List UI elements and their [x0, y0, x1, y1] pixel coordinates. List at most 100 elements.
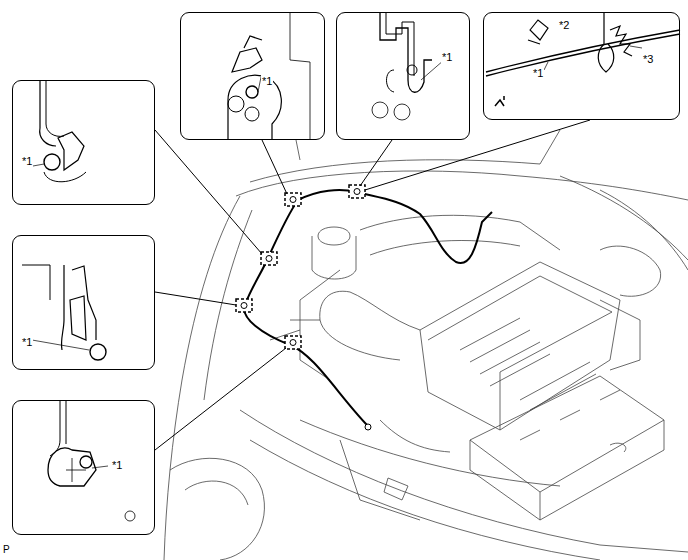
clip-location-marker: [236, 299, 252, 312]
clip-detail: [380, 12, 432, 92]
clip-location-marker: [261, 252, 277, 265]
clip-detail: [232, 36, 262, 72]
engine-part-outline: [300, 270, 340, 380]
cable-line: [244, 258, 368, 426]
callout-number: *3: [642, 53, 654, 65]
engine-part-outline: [204, 210, 252, 400]
callout-number: *1: [532, 67, 544, 79]
clip-detail: [58, 132, 84, 170]
engine-part-outline: [420, 262, 620, 430]
leader-lines: [155, 120, 590, 450]
clip-detail: [598, 12, 614, 72]
clip-detail: [421, 60, 444, 80]
clip-icon: [266, 256, 272, 262]
detail-callout-box: *1: [12, 235, 155, 370]
clip-detail: [372, 102, 410, 120]
detail-ground: [336, 12, 470, 140]
leader-line: [155, 292, 236, 305]
clip-detail: [246, 86, 258, 98]
engine-part-outline: [540, 420, 664, 520]
detail-ground: [12, 235, 155, 370]
clip-detail: [228, 96, 244, 112]
clip-icon: [290, 340, 296, 346]
engine-part-outline: [236, 171, 688, 200]
engine-part-outline: [320, 291, 420, 360]
clip-detail: [80, 456, 92, 468]
engine-part-outline: [520, 390, 620, 440]
leader-line: [155, 130, 262, 254]
clip-detail: [407, 65, 417, 75]
engine-part-outline: [296, 140, 300, 160]
detail-ground: [180, 12, 325, 140]
engine-part-outline: [610, 443, 626, 452]
clip-detail: [46, 80, 64, 136]
clip-detail: [61, 265, 64, 350]
detail-grounds: [12, 12, 680, 535]
clip-detail: [486, 30, 680, 72]
clip-detail: [125, 511, 135, 521]
callout-number: *1: [111, 459, 123, 471]
engine-part-outline: [600, 246, 661, 296]
clip-detail: [245, 107, 259, 121]
engine-part-outline: [600, 300, 640, 370]
engine-part-outline: [185, 481, 248, 505]
hood-release-cable: [244, 190, 492, 426]
engine-part-outline: [318, 227, 350, 245]
engine-part-outline: [428, 276, 612, 340]
clip-detail: [228, 75, 281, 140]
engine-part-outline: [460, 318, 550, 386]
engine-part-outline: [500, 312, 612, 430]
callout-number: *1: [21, 155, 33, 167]
callout-number: *1: [21, 336, 33, 348]
callout-number: *2: [558, 19, 570, 31]
clip-location-marker: [285, 193, 301, 206]
engine-part-outline: [300, 420, 560, 486]
engine-bay: [164, 130, 688, 560]
clip-detail: [48, 448, 96, 486]
clip-icon: [354, 189, 360, 195]
engine-part-outline: [560, 176, 688, 260]
clip-detail: [70, 296, 86, 340]
clip-detail: [66, 400, 67, 444]
engine-part-outline: [520, 362, 596, 410]
detail-callout-box: *1: [12, 80, 155, 205]
clip-detail: [44, 172, 86, 182]
clip-detail: [630, 46, 642, 48]
engine-part-outline: [340, 440, 420, 520]
leader-line: [360, 140, 392, 186]
clip-detail: [44, 154, 60, 170]
clip-detail: [544, 62, 548, 70]
engine-part-outline: [312, 236, 356, 279]
detail-drawings: [22, 12, 680, 521]
clip-icons: [241, 189, 360, 346]
engine-part-outline: [470, 376, 664, 492]
clip-locations: [236, 185, 365, 349]
leader-line: [262, 140, 287, 194]
engine-part-outline: [170, 458, 264, 560]
engine-part-outline: [600, 190, 688, 270]
clip-detail: [33, 164, 44, 166]
engine-part-outline: [250, 160, 540, 182]
clip-detail: [495, 96, 504, 106]
clip-detail: [387, 70, 395, 92]
clip-detail: [22, 265, 50, 300]
clip-detail: [40, 80, 56, 146]
callout-number: *1: [261, 75, 273, 87]
clip-location-marker: [285, 336, 301, 349]
clip-icon: [241, 303, 247, 309]
engine-part-outline: [380, 420, 450, 452]
leader-line: [155, 348, 286, 450]
clip-icon: [290, 197, 296, 203]
callout-number: *1: [441, 51, 453, 63]
clip-detail: [90, 344, 106, 360]
cable-line: [268, 190, 492, 263]
clip-detail: [32, 340, 89, 350]
detail-callout-box: *1: [180, 12, 325, 140]
engine-part-outline: [384, 478, 408, 500]
detail-callout-box: *1: [336, 12, 470, 140]
engine-part-outline: [250, 440, 600, 560]
clip-detail: [290, 12, 310, 140]
engine-part-outline: [360, 215, 560, 250]
